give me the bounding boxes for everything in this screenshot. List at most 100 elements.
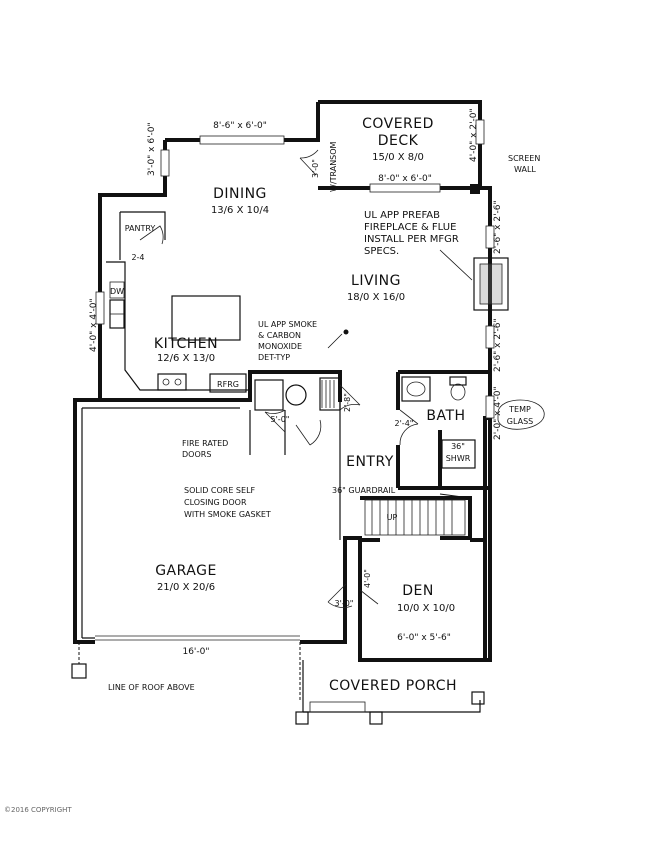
- living-title: LIVING: [351, 273, 401, 289]
- screen-wall-1: SCREEN: [508, 154, 540, 163]
- dining-title: DINING: [213, 186, 267, 202]
- bath-vanity: [401, 376, 431, 402]
- bath-door-swing: [399, 409, 419, 446]
- bath-sink: [406, 381, 426, 397]
- living-size: 18/0 X 16/0: [347, 292, 405, 303]
- window-bath: [485, 395, 495, 419]
- deck-side-window-dim: 4'-0" x 2'-0": [469, 108, 479, 162]
- rfrg-label: RFRG: [217, 380, 239, 389]
- garage-post-left: [71, 663, 87, 679]
- entry-closet-swing: [295, 419, 322, 446]
- guardrail-label: 36" GUARDRAIL: [332, 486, 396, 495]
- toilet-tank: [449, 376, 467, 386]
- screen-wall-2: WALL: [514, 165, 536, 174]
- solid-core-3: WITH SMOKE GASKET: [184, 510, 271, 519]
- smoke-note-1: UL APP SMOKE: [258, 320, 317, 329]
- deck-door-dim: 8'-0" x 6'-0": [378, 174, 432, 184]
- transom-door-dim: 3'-0": [311, 159, 320, 178]
- dw-label: DW: [110, 287, 124, 296]
- deck-size: 15/0 X 8/0: [372, 152, 424, 163]
- bath-door-dim: 2'-4": [395, 419, 414, 428]
- closet-door-dim: 5'-0": [271, 415, 290, 424]
- porch-post-left: [295, 711, 309, 725]
- range: [157, 373, 187, 391]
- entry-door-swing: [327, 583, 353, 608]
- deck-title-2: DECK: [378, 133, 419, 149]
- shower-1: 36": [451, 442, 465, 451]
- copyright: ©2016 COPYRIGHT: [4, 806, 72, 814]
- coat-closet: [319, 377, 341, 411]
- kitchen-counter: [106, 261, 250, 391]
- bath-title: BATH: [426, 408, 465, 424]
- kitchen-island: [171, 295, 241, 341]
- garage-door-dim: 16'-0": [182, 647, 209, 657]
- living-window-2-dim: 2'-6" x 2'-6": [493, 318, 503, 372]
- den-door-swing: [359, 589, 379, 605]
- deck-title-1: COVERED: [362, 116, 434, 132]
- stairs: [364, 499, 466, 536]
- closet-door-swing: [339, 384, 361, 411]
- den-title: DEN: [402, 583, 434, 599]
- garage-inner-wall: [81, 407, 240, 639]
- shower-2: SHWR: [446, 454, 471, 463]
- smoke-detector-icon: [343, 329, 349, 335]
- closet-door-2-dim: 2'-8": [343, 393, 352, 412]
- washer: [254, 379, 284, 411]
- solid-core-1: SOLID CORE SELF: [184, 486, 256, 495]
- shower: [441, 439, 476, 469]
- porch-title: COVERED PORCH: [329, 678, 457, 694]
- window-dining-west: [160, 149, 170, 177]
- den-size: 10/0 X 10/0: [397, 603, 455, 614]
- window-living-1: [485, 225, 495, 249]
- bath-window-dim: 2'-0" x 4'-0": [493, 386, 503, 440]
- smoke-note-2: & CARBON: [258, 331, 301, 340]
- dryer: [285, 384, 307, 406]
- fireplace-note-3: INSTALL PER MFGR: [364, 234, 459, 245]
- den-door-dim: 4'-0": [363, 569, 372, 588]
- transom-label: W/TRANSOM: [329, 141, 338, 192]
- range-burner-2: [174, 378, 182, 386]
- smoke-note-3: MONOXIDE: [258, 342, 302, 351]
- dining-size: 13/6 X 10/4: [211, 205, 269, 216]
- pantry-door-dim: 2-4: [131, 253, 144, 262]
- up-label: UP: [387, 513, 398, 522]
- kitchen-window-dim: 4'-0" x 4'-0": [89, 298, 99, 352]
- living-window-1-dim: 2'-6" x 2'-6": [493, 200, 503, 254]
- kitchen-size: 12/6 X 13/0: [157, 353, 215, 364]
- smoke-leader: [327, 333, 343, 349]
- fireplace-note-2: FIREPLACE & FLUE: [364, 222, 456, 233]
- window-living-2: [485, 325, 495, 349]
- toilet-bowl: [450, 383, 466, 401]
- bath-wall: [396, 370, 490, 490]
- window-deck-east: [475, 119, 485, 145]
- temp-glass-2: GLASS: [507, 417, 533, 426]
- refrigerator-box: [209, 373, 247, 393]
- dining-side-window-dim: 3'-0" x 6'-0": [147, 122, 157, 176]
- fireplace-note-4: SPECS.: [364, 246, 399, 257]
- fire-doors-1: FIRE RATED: [182, 439, 228, 448]
- porch-post-east: [471, 691, 485, 705]
- temp-glass-1: TEMP: [508, 405, 531, 414]
- roof-line-label: LINE OF ROOF ABOVE: [108, 683, 195, 692]
- kitchen-title: KITCHEN: [154, 336, 218, 352]
- den-window-dim: 6'-0" x 5'-6": [397, 633, 451, 643]
- pantry-label: PANTRY: [125, 224, 156, 233]
- dining-window-dim: 8'-6" x 6'-0": [213, 121, 267, 131]
- stair-wall: [360, 496, 472, 540]
- fireplace-leader: [439, 249, 473, 281]
- fire-doors-2: DOORS: [182, 450, 211, 459]
- entry-title: ENTRY: [346, 454, 394, 470]
- transom-door-swing: [299, 149, 319, 176]
- deck-door: [369, 183, 441, 193]
- temp-glass-bubble: [497, 399, 545, 430]
- smoke-note-4: DET-TYP: [258, 353, 290, 362]
- porch-step: [309, 701, 366, 713]
- porch-post-right: [369, 711, 383, 725]
- window-kitchen: [95, 291, 105, 325]
- dishwasher: [109, 281, 125, 299]
- window-dining-north: [199, 135, 285, 145]
- fireplace: [473, 257, 509, 311]
- pantry-wall: [119, 211, 166, 260]
- solid-core-2: CLOSING DOOR: [184, 498, 247, 507]
